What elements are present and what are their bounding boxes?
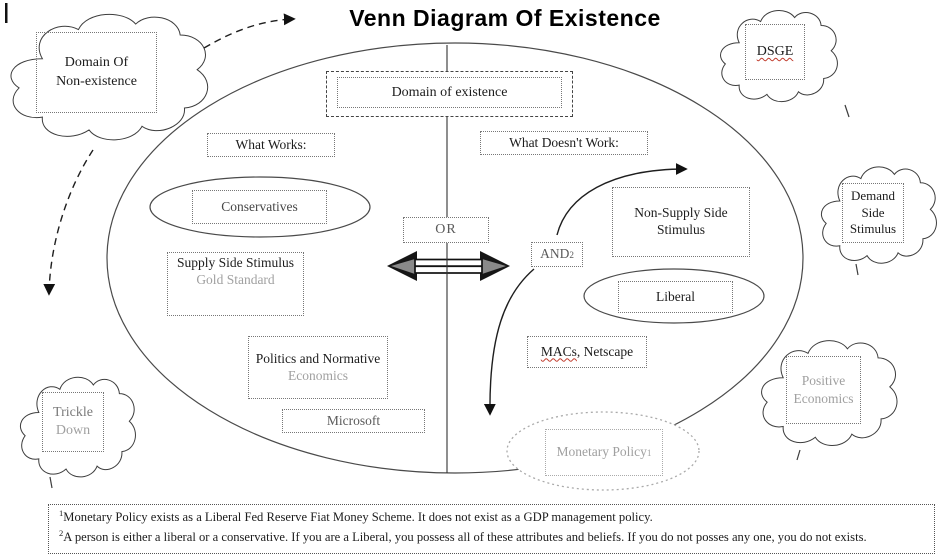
footnote-2: 2A person is either a liberal or a conse… bbox=[59, 528, 924, 548]
economics-label: Economics bbox=[288, 367, 348, 383]
footnote-1-marker: 1 bbox=[59, 507, 64, 518]
conservatives-ellipse bbox=[149, 176, 371, 238]
demand-line2: Side bbox=[861, 204, 885, 220]
supply-side-stimulus-box: Supply Side Stimulus Gold Standard bbox=[167, 252, 304, 316]
macs-label: MACs bbox=[540, 343, 577, 359]
domain-of-non-existence-label: Domain Of Non-existence bbox=[36, 32, 157, 113]
cloud-tails bbox=[49, 104, 859, 489]
what-doesnt-work-label: What Doesn't Work: bbox=[480, 131, 648, 155]
gold-standard-label: Gold Standard bbox=[196, 271, 275, 287]
politics-normative-label: Politics and Normative bbox=[255, 350, 381, 366]
footnotes-box: 1Monetary Policy exists as a Liberal Fed… bbox=[48, 504, 935, 554]
double-headed-arrow bbox=[387, 251, 510, 281]
demand-line1: Demand bbox=[850, 187, 896, 203]
domain-of-existence-label-box: Domain of existence bbox=[326, 71, 573, 117]
conservatives-label: Conservatives bbox=[192, 190, 327, 224]
non-existence-line2: Non-existence bbox=[56, 73, 137, 89]
dsge-label: DSGE bbox=[756, 43, 794, 59]
non-supply-side-label: Non-Supply Side bbox=[634, 205, 728, 221]
page-title: Venn Diagram Of Existence bbox=[349, 5, 661, 31]
text-cursor-artifact bbox=[5, 3, 8, 23]
arrow-to-monetary-policy bbox=[483, 268, 535, 416]
monetary-policy-label: Monetary Policy bbox=[556, 444, 647, 460]
positive-economics-label: Positive Economics bbox=[786, 356, 861, 424]
non-supply-side-stimulus-box: Non-Supply Side Stimulus bbox=[612, 187, 750, 257]
supply-side-stimulus-label: Supply Side Stimulus bbox=[176, 255, 295, 270]
or-label: OR bbox=[403, 217, 489, 243]
dashed-arrow-cloud-down bbox=[43, 149, 94, 296]
netscape-label: , Netscape bbox=[576, 343, 634, 359]
arrow-to-non-supply-side bbox=[556, 163, 688, 236]
footnote-1: 1Monetary Policy exists as a Liberal Fed… bbox=[59, 508, 924, 528]
what-works-label: What Works: bbox=[207, 133, 335, 157]
footnote-2-text: A person is either a liberal or a conser… bbox=[63, 529, 867, 544]
positive-line1: Positive bbox=[801, 373, 846, 389]
domain-of-existence-oval bbox=[106, 42, 804, 474]
politics-normative-box: Politics and Normative Economics bbox=[248, 336, 388, 399]
liberal-ellipse bbox=[583, 268, 765, 324]
non-supply-stimulus-label: Stimulus bbox=[656, 222, 705, 237]
demand-line3: Stimulus bbox=[849, 221, 897, 237]
trickle-down-label: Trickle Down bbox=[42, 392, 104, 452]
microsoft-label: Microsoft bbox=[282, 409, 425, 433]
macs-netscape-box: MACs , Netscape bbox=[527, 336, 647, 368]
non-existence-line1: Domain Of bbox=[64, 55, 129, 71]
liberal-label: Liberal bbox=[618, 281, 733, 313]
trickle-line1: Trickle bbox=[53, 404, 93, 420]
trickle-line2: Down bbox=[55, 423, 91, 438]
dashed-arrow-cloud-to-title bbox=[203, 13, 296, 49]
domain-of-existence-label: Domain of existence bbox=[337, 77, 562, 108]
monetary-policy-ellipse bbox=[506, 411, 700, 491]
demand-side-stimulus-label: Demand Side Stimulus bbox=[842, 183, 904, 243]
dsge-label-box: DSGE bbox=[745, 24, 805, 80]
and-label: AND bbox=[540, 246, 570, 262]
footnote-1-text: Monetary Policy exists as a Liberal Fed … bbox=[63, 510, 653, 524]
footnote-2-marker: 2 bbox=[59, 527, 64, 538]
positive-line2: Economics bbox=[793, 391, 854, 406]
